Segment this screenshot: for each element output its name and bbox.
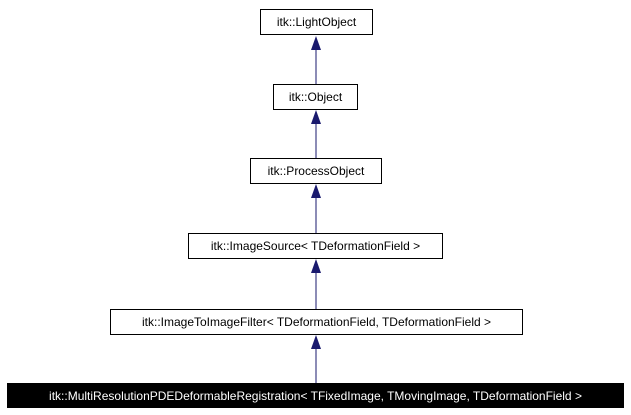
- node-image-to-image-filter[interactable]: itk::ImageToImageFilter< TDeformationFie…: [110, 309, 523, 335]
- node-object-label: itk::Object: [288, 90, 343, 104]
- node-image-source[interactable]: itk::ImageSource< TDeformationField >: [188, 233, 443, 259]
- node-light-object[interactable]: itk::LightObject: [260, 9, 373, 35]
- edge-multi-resolution-pde-to-image-to-image-filter: [311, 335, 321, 383]
- node-multi-resolution-pde: itk::MultiResolutionPDEDeformableRegistr…: [7, 383, 624, 408]
- node-process-object-label: itk::ProcessObject: [267, 164, 365, 178]
- node-process-object[interactable]: itk::ProcessObject: [250, 158, 382, 184]
- node-image-source-label: itk::ImageSource< TDeformationField >: [210, 239, 421, 253]
- node-multi-resolution-pde-label: itk::MultiResolutionPDEDeformableRegistr…: [49, 388, 582, 403]
- node-object[interactable]: itk::Object: [273, 84, 358, 110]
- edge-process-object-to-object: [311, 110, 321, 158]
- edge-object-to-light-object: [311, 36, 321, 84]
- node-light-object-label: itk::LightObject: [276, 15, 357, 29]
- node-image-to-image-filter-label: itk::ImageToImageFilter< TDeformationFie…: [141, 315, 492, 329]
- edge-image-to-image-filter-to-image-source: [311, 259, 321, 309]
- edge-image-source-to-process-object: [311, 184, 321, 233]
